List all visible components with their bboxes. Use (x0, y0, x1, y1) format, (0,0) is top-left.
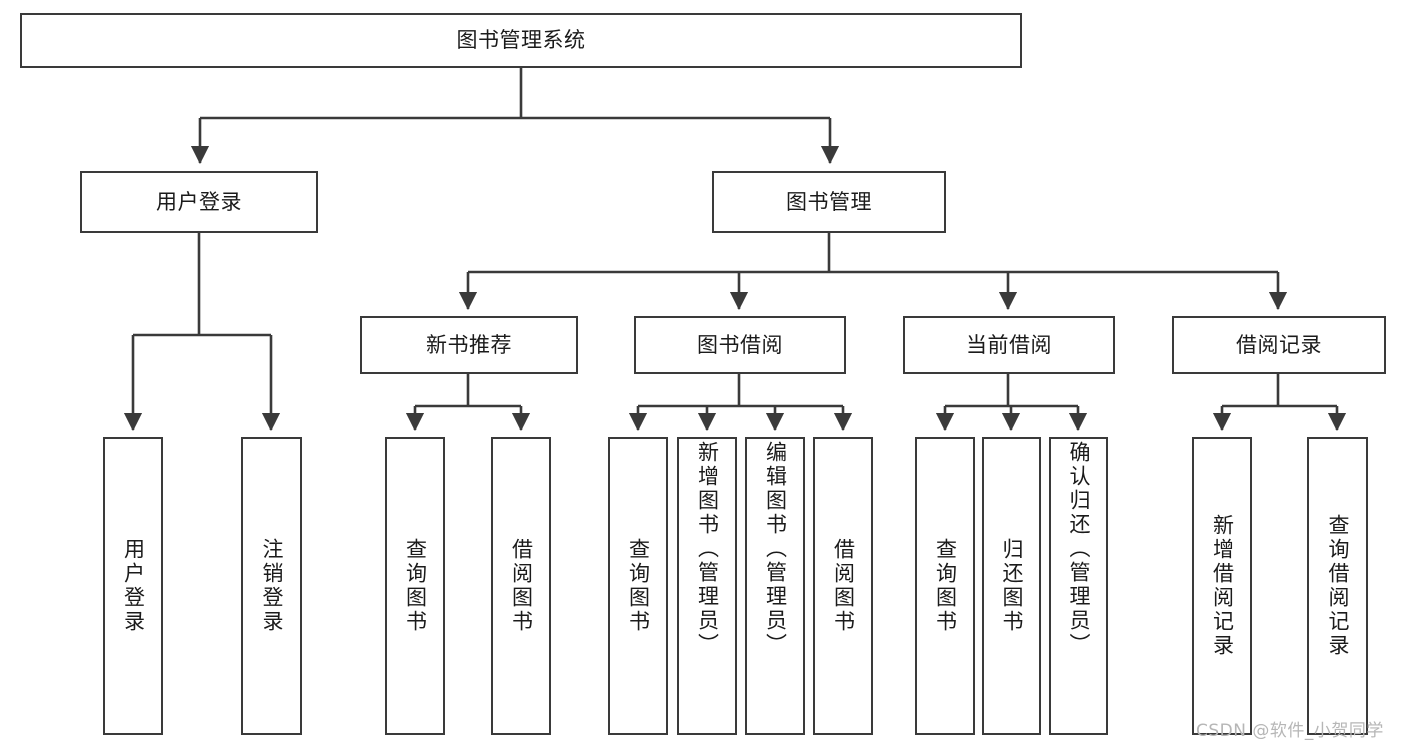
node-user-login[interactable]: 用户登录 (80, 171, 318, 233)
node-leaf-current-confirm-return-label: 确认归还（管理员） (1066, 441, 1091, 657)
node-leaf-user-login-signout-label: 注销登录 (259, 538, 284, 634)
node-leaf-current-confirm-return[interactable]: 确认归还（管理员） (1049, 437, 1108, 735)
node-book-management[interactable]: 图书管理 (712, 171, 946, 233)
node-leaf-current-query-book[interactable]: 查询图书 (915, 437, 975, 735)
node-leaf-record-add-label: 新增借阅记录 (1210, 514, 1235, 658)
node-leaf-current-query-book-label: 查询图书 (933, 538, 958, 634)
node-leaf-borrow-query-book[interactable]: 查询图书 (608, 437, 668, 735)
node-leaf-current-return-book-label: 归还图书 (999, 538, 1024, 634)
node-leaf-borrow-query-book-label: 查询图书 (626, 538, 651, 634)
node-leaf-record-query[interactable]: 查询借阅记录 (1307, 437, 1368, 735)
node-current-borrow-label: 当前借阅 (966, 332, 1052, 357)
node-leaf-borrow-add-book[interactable]: 新增图书（管理员） (677, 437, 737, 735)
node-leaf-user-login-signin-label: 用户登录 (121, 538, 146, 634)
node-new-book-recommend[interactable]: 新书推荐 (360, 316, 578, 374)
node-leaf-user-login-signin[interactable]: 用户登录 (103, 437, 163, 735)
node-leaf-borrow-borrow-book-label: 借阅图书 (831, 538, 856, 634)
node-book-management-label: 图书管理 (786, 189, 872, 214)
node-borrow-record[interactable]: 借阅记录 (1172, 316, 1386, 374)
node-leaf-borrow-add-book-label: 新增图书（管理员） (695, 441, 720, 657)
node-user-login-label: 用户登录 (156, 189, 242, 214)
node-leaf-record-query-label: 查询借阅记录 (1325, 514, 1350, 658)
node-leaf-new-book-query-label: 查询图书 (403, 538, 428, 634)
node-leaf-borrow-edit-book[interactable]: 编辑图书（管理员） (745, 437, 805, 735)
node-leaf-current-return-book[interactable]: 归还图书 (982, 437, 1041, 735)
node-leaf-borrow-edit-book-label: 编辑图书（管理员） (763, 441, 788, 657)
node-book-borrow-label: 图书借阅 (697, 332, 783, 357)
node-borrow-record-label: 借阅记录 (1236, 332, 1322, 357)
node-new-book-recommend-label: 新书推荐 (426, 332, 512, 357)
node-root-label: 图书管理系统 (456, 28, 586, 53)
node-leaf-new-book-borrow[interactable]: 借阅图书 (491, 437, 551, 735)
node-leaf-new-book-borrow-label: 借阅图书 (509, 538, 534, 634)
node-leaf-new-book-query[interactable]: 查询图书 (385, 437, 445, 735)
node-leaf-borrow-borrow-book[interactable]: 借阅图书 (813, 437, 873, 735)
node-leaf-record-add[interactable]: 新增借阅记录 (1192, 437, 1252, 735)
node-root-library-system[interactable]: 图书管理系统 (20, 13, 1022, 68)
node-leaf-user-login-signout[interactable]: 注销登录 (241, 437, 302, 735)
csdn-watermark: CSDN @软件_小贺同学 (1196, 721, 1384, 741)
node-book-borrow[interactable]: 图书借阅 (634, 316, 846, 374)
node-current-borrow[interactable]: 当前借阅 (903, 316, 1115, 374)
